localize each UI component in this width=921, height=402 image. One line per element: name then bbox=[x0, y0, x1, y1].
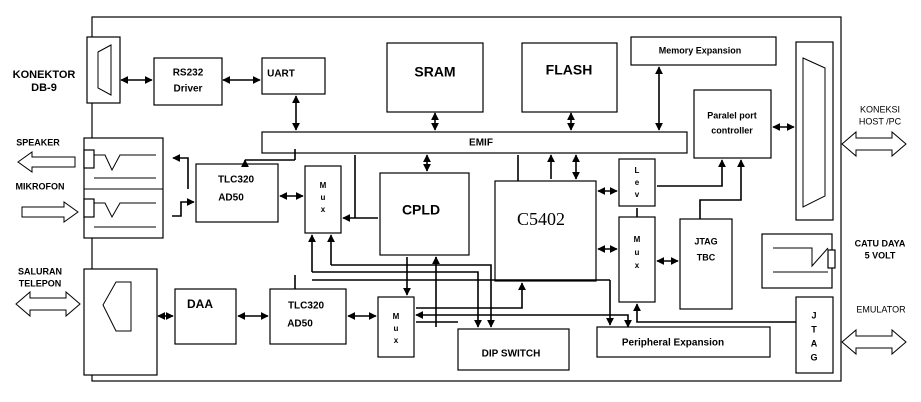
emulator-arrow bbox=[841, 328, 907, 356]
saluran-arrow bbox=[15, 290, 81, 318]
dip-switch-block bbox=[457, 328, 570, 371]
jtag-v-j: J bbox=[811, 310, 816, 320]
c5402-block bbox=[494, 180, 597, 282]
koneksi-arrow bbox=[841, 130, 907, 158]
mux-top-block bbox=[304, 165, 342, 234]
lev-v: v bbox=[635, 190, 640, 199]
mux-right-u: u bbox=[635, 248, 640, 257]
5volt-label: 5 VOLT bbox=[865, 250, 896, 260]
jtag-connector bbox=[795, 296, 834, 374]
rs232-label: RS232 bbox=[173, 68, 204, 79]
jtag-tbc-block bbox=[679, 218, 733, 310]
paralel-controller-label: controller bbox=[711, 125, 753, 135]
mux-top-u: u bbox=[321, 193, 326, 202]
cpld-block bbox=[379, 172, 470, 256]
peripheral-expansion-block bbox=[596, 326, 771, 358]
tlc-top-block bbox=[195, 163, 279, 223]
saluran-label: SALURAN bbox=[18, 266, 62, 276]
telepon-jack bbox=[83, 268, 158, 376]
mux-bottom-u: u bbox=[394, 324, 399, 333]
telepon-label: TELEPON bbox=[19, 278, 62, 288]
hostpc-label: HOST /PC bbox=[859, 116, 902, 126]
sram-block bbox=[386, 42, 484, 113]
catudaya-label: CATU DAYA bbox=[855, 238, 906, 248]
cpld-label: CPLD bbox=[402, 202, 440, 218]
rs232-driver-block bbox=[153, 57, 223, 106]
mux-bottom-block bbox=[377, 296, 415, 358]
lev-e: e bbox=[635, 178, 640, 187]
tlc-bottom-block bbox=[269, 288, 347, 345]
mux-right-x: x bbox=[635, 261, 640, 270]
mikrofon-label: MIKROFON bbox=[16, 181, 65, 191]
mic-jack-icon bbox=[94, 202, 156, 219]
telepon-jack-icon bbox=[102, 281, 132, 332]
mux-top-m: M bbox=[320, 181, 327, 190]
dip-switch-label: DIP SWITCH bbox=[482, 349, 541, 360]
mikrofon-arrow bbox=[21, 201, 79, 223]
speaker-label: SPEAKER bbox=[16, 137, 60, 147]
uart-label: UART bbox=[267, 69, 295, 80]
paralel-port-label: Paralel port bbox=[707, 110, 757, 120]
uart-block bbox=[261, 57, 326, 95]
tlc-bottom-label-2: AD50 bbox=[287, 319, 313, 330]
lev-l: L bbox=[635, 166, 640, 175]
flash-block bbox=[521, 42, 618, 113]
lev-block bbox=[618, 158, 656, 207]
speaker-jack-icon bbox=[94, 154, 156, 172]
tlc-top-label-1: TLC320 bbox=[218, 175, 255, 186]
jtag-tbc-label-1: JTAG bbox=[694, 236, 717, 246]
speaker-arrow bbox=[17, 151, 76, 173]
koneksi-label: KONEKSI bbox=[860, 104, 900, 114]
db9-connector bbox=[86, 36, 121, 104]
mux-right-m: M bbox=[634, 235, 641, 244]
c5402-label: C5402 bbox=[517, 209, 565, 229]
tlc-top-label-2: AD50 bbox=[218, 193, 244, 204]
mux-bottom-x: x bbox=[394, 336, 399, 345]
rs232-driver-label: Driver bbox=[174, 84, 203, 95]
paralel-port-block bbox=[693, 89, 772, 159]
catudaya-icon bbox=[773, 247, 829, 268]
mux-bottom-m: M bbox=[393, 312, 400, 321]
daa-block bbox=[174, 288, 237, 345]
emif-bus bbox=[261, 131, 688, 154]
memory-expansion-block bbox=[630, 36, 777, 66]
jtag-v-t: T bbox=[811, 324, 817, 334]
audio-jack-block bbox=[83, 137, 164, 239]
jtag-v-g: G bbox=[810, 352, 817, 362]
daa-label: DAA bbox=[187, 297, 213, 311]
emif-label: EMIF bbox=[469, 138, 493, 149]
peripheral-expansion-label: Peripheral Expansion bbox=[622, 338, 724, 349]
host-connector bbox=[795, 41, 834, 221]
db9-label: DB-9 bbox=[31, 82, 57, 94]
catudaya-jack bbox=[761, 233, 833, 289]
host-connector-shape-icon bbox=[802, 57, 826, 208]
mux-right-block bbox=[618, 216, 656, 303]
sram-label: SRAM bbox=[414, 64, 455, 80]
jtag-tbc-label-2: TBC bbox=[697, 252, 716, 262]
wires bbox=[120, 66, 796, 328]
db9-shape-icon bbox=[97, 44, 112, 96]
jtag-v-a: A bbox=[811, 338, 818, 348]
konektor-label: KONEKTOR bbox=[13, 69, 76, 81]
mux-top-x: x bbox=[321, 205, 326, 214]
tlc-bottom-label-1: TLC320 bbox=[288, 301, 325, 312]
flash-label: FLASH bbox=[546, 62, 593, 78]
memory-expansion-label: Memory Expansion bbox=[659, 45, 742, 55]
emulator-label: EMULATOR bbox=[856, 304, 906, 314]
